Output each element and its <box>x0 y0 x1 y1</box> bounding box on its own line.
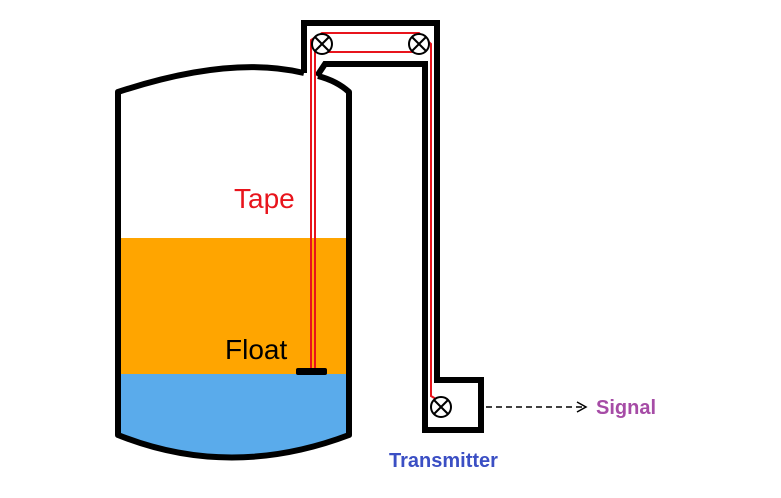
tank-outline <box>115 64 352 461</box>
lower-liquid-layer <box>118 374 349 458</box>
tape-label: Tape <box>234 183 295 214</box>
transmitter-label: Transmitter <box>389 450 498 472</box>
float-label: Float <box>225 334 287 365</box>
float <box>296 368 327 375</box>
tape-conduit-housing <box>301 20 484 433</box>
pulley-transmitter-icon <box>430 396 452 418</box>
signal-label: Signal <box>596 397 656 419</box>
pulley-top-right-icon <box>408 33 430 55</box>
signal-arrow <box>486 401 588 413</box>
pulley-top-left-icon <box>311 33 333 55</box>
